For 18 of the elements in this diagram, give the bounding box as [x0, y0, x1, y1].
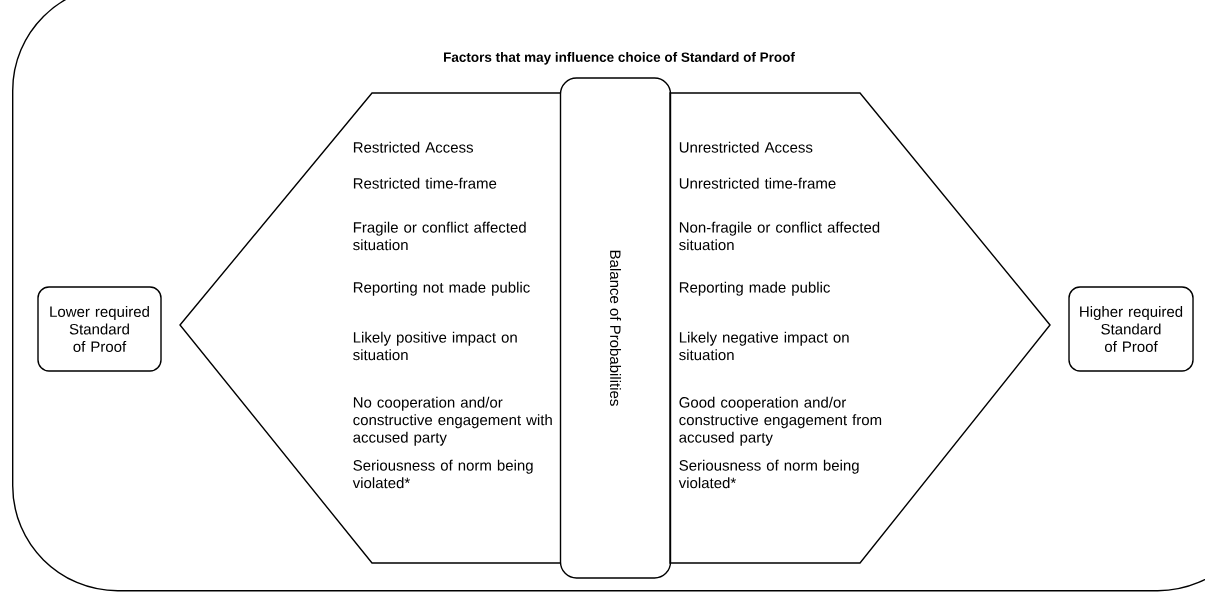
list-item: Likely negative impact on situation	[679, 331, 849, 361]
rounded-box: Higher required Standard of Proof	[1068, 286, 1194, 372]
list-item: Reporting not made public	[353, 281, 530, 296]
list-item: Unrestricted Access	[679, 141, 813, 153]
rounded-box: Lower required Standard of Proof	[37, 286, 162, 372]
list-item: Seriousness of norm being violated*	[678, 459, 859, 489]
list-item: Reporting made public	[679, 281, 830, 296]
vertical-bar: Balance of Probabilities	[559, 77, 672, 579]
list-item: Non-fragile or conflict affected situation	[679, 221, 880, 251]
list-item: No cooperation and/or constructive engagement with accused party	[353, 396, 552, 446]
title: Factors that may influence choice of Standard of Proof	[444, 52, 795, 65]
list-item: Restricted time-frame	[353, 177, 497, 189]
list-item: Restricted Access	[353, 141, 473, 153]
list-item: Good cooperation and/or constructive engagement from accused party	[679, 396, 882, 446]
list-item: Seriousness of norm being violated*	[352, 459, 533, 489]
list-item: Likely positive impact on situation	[353, 331, 517, 361]
list-item: Unrestricted time-frame	[679, 177, 836, 189]
list-item: Fragile or conflict affected situation	[353, 221, 526, 251]
